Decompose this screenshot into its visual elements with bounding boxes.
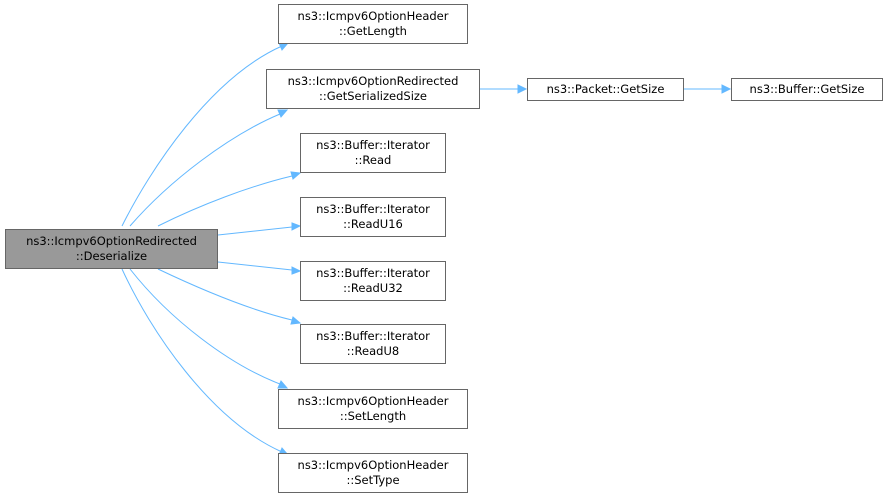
node-buffer-iterator-read[interactable]: ns3::Buffer::Iterator ::Read xyxy=(300,133,446,173)
edge-root-to-set-length xyxy=(129,268,281,385)
node-label-line2: ::GetLength xyxy=(339,24,407,38)
node-label-line2: ::GetSerializedSize xyxy=(319,89,427,103)
edge-root-to-get-serialized-size xyxy=(129,113,281,227)
node-icmpv6-option-header-set-type[interactable]: ns3::Icmpv6OptionHeader ::SetType xyxy=(278,453,468,493)
node-label-line2: ::Deserialize xyxy=(75,249,148,263)
node-label-line2: ::SetType xyxy=(346,473,400,487)
node-label-line2: ::ReadU8 xyxy=(346,344,400,358)
node-label-line2: ::ReadU32 xyxy=(343,281,403,295)
node-label-line1: ns3::Buffer::Iterator xyxy=(316,266,430,280)
node-label-line1: ns3::Icmpv6OptionRedirected xyxy=(287,74,459,88)
node-buffer-iterator-read-u16[interactable]: ns3::Buffer::Iterator ::ReadU16 xyxy=(300,197,446,237)
edge-packet-get-size-to-buffer-get-size-arrowhead xyxy=(721,84,732,94)
edge-root-to-set-length-arrowhead xyxy=(277,380,289,389)
node-label-line2: ::ReadU16 xyxy=(343,217,403,231)
edge-root-to-set-type xyxy=(121,268,283,453)
node-label-line2: ::Read xyxy=(354,153,392,167)
node-label-line1: ns3::Buffer::Iterator xyxy=(316,138,430,152)
edge-root-to-get-serialized-size-arrowhead xyxy=(277,109,289,118)
edge-root-to-read-u32 xyxy=(217,261,293,271)
edge-get-serialized-size-to-packet-get-size-arrowhead xyxy=(517,84,528,94)
node-label-line1: ns3::Icmpv6OptionHeader xyxy=(297,394,449,408)
node-label-line1: ns3::Buffer::GetSize xyxy=(749,82,865,96)
edge-root-to-read-arrowhead xyxy=(290,171,302,180)
node-label-line1: ns3::Icmpv6OptionRedirected xyxy=(26,234,197,248)
edge-root-to-read xyxy=(157,175,293,227)
node-label-line1: ns3::Icmpv6OptionHeader xyxy=(297,458,449,472)
node-label-line1: ns3::Icmpv6OptionHeader xyxy=(297,9,449,23)
node-buffer-get-size[interactable]: ns3::Buffer::GetSize xyxy=(731,78,883,101)
node-buffer-iterator-read-u32[interactable]: ns3::Buffer::Iterator ::ReadU32 xyxy=(300,261,446,301)
node-label-line2: ::SetLength xyxy=(339,409,407,423)
node-label-line1: ns3::Packet::GetSize xyxy=(546,82,665,96)
node-label-line1: ns3::Buffer::Iterator xyxy=(316,329,430,343)
node-icmpv6-option-header-set-length[interactable]: ns3::Icmpv6OptionHeader ::SetLength xyxy=(278,389,468,429)
edge-root-to-read-u8 xyxy=(157,268,293,321)
node-icmpv6-option-header-get-length[interactable]: ns3::Icmpv6OptionHeader ::GetLength xyxy=(278,4,468,44)
node-label-line1: ns3::Buffer::Iterator xyxy=(316,202,430,216)
edge-root-to-get-length-arrowhead xyxy=(278,42,290,51)
node-icmpv6-option-redirected-get-serialized-size[interactable]: ns3::Icmpv6OptionRedirected ::GetSeriali… xyxy=(266,69,480,109)
edge-root-to-read-u8-arrowhead xyxy=(290,316,302,325)
edge-root-to-read-u16 xyxy=(217,226,293,236)
node-packet-get-size[interactable]: ns3::Packet::GetSize xyxy=(527,78,684,101)
edge-root-to-get-length xyxy=(121,45,283,227)
node-buffer-iterator-read-u8[interactable]: ns3::Buffer::Iterator ::ReadU8 xyxy=(300,324,446,364)
edge-root-to-read-u32-arrowhead xyxy=(291,266,302,275)
edge-root-to-read-u16-arrowhead xyxy=(291,222,302,231)
node-icmpv6-option-redirected-deserialize: ns3::Icmpv6OptionRedirected ::Deserializ… xyxy=(5,229,218,269)
